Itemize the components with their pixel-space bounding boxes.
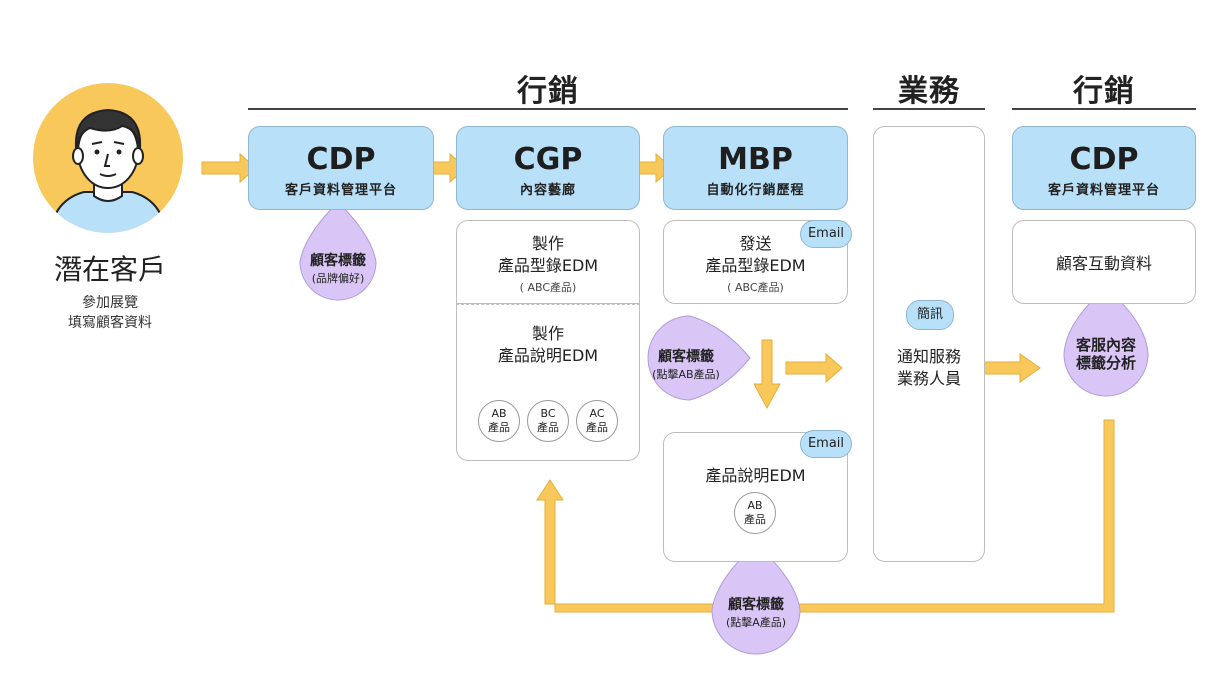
tag-service-analysis: 客服內容 標籤分析	[1064, 336, 1148, 372]
product-circle-ac: AC 產品	[576, 400, 618, 442]
email-badge-manual: Email	[800, 430, 852, 458]
tag-service-line1: 客服內容	[1075, 336, 1136, 354]
prospect-avatar	[33, 83, 183, 233]
product-circle-bc-label: BC 產品	[537, 407, 559, 434]
product-circle-ab-mbp: AB 產品	[734, 492, 776, 534]
tag-click-ab-sub: (點擊AB產品)	[652, 368, 720, 381]
product-circle-ab: AB 產品	[478, 400, 520, 442]
platform-mbp: MBP 自動化行銷歷程	[663, 126, 848, 210]
platform-cdp-left: CDP 客戶資料管理平台	[248, 126, 434, 210]
tag-click-ab-title: 顧客標籤	[658, 349, 714, 365]
product-circle-ab-label: AB 產品	[488, 407, 510, 434]
tag-brand-pref: 顧客標籤 (品牌偏好)	[300, 252, 376, 288]
tag-drop-brand-pref	[299, 201, 377, 301]
email-badge-catalog: Email	[800, 220, 852, 248]
tag-drop-click-a	[711, 543, 801, 655]
card-send-catalog-line1: 發送	[739, 234, 772, 253]
card-send-catalog-edm: 發送 產品型錄EDM ( ABC產品)	[663, 220, 848, 304]
arrow-feedback-loop	[536, 419, 1115, 613]
platform-cdp-right-name: CDP	[1069, 142, 1139, 177]
product-circle-ac-label: AC 產品	[586, 407, 608, 434]
business-line1: 通知服務	[896, 347, 961, 366]
section-rule-marketing-left	[248, 108, 848, 110]
platform-cdp-right: CDP 客戶資料管理平台	[1012, 126, 1196, 210]
tag-brand-pref-title: 顧客標籤	[310, 253, 366, 269]
arrow-down-mbp	[753, 339, 781, 410]
tag-click-a-sub: (點擊A產品)	[725, 616, 787, 629]
tag-click-a: 顧客標籤 (點擊A產品)	[712, 596, 800, 632]
platform-mbp-desc: 自動化行銷歷程	[706, 183, 805, 198]
section-title-marketing-right: 行銷	[1073, 74, 1135, 109]
prospect-line2: 填寫顧客資料	[68, 315, 152, 331]
platform-cdp-right-desc: 客戶資料管理平台	[1047, 183, 1160, 198]
card-interaction-data-text: 顧客互動資料	[1055, 254, 1152, 273]
product-circle-bc: BC 產品	[527, 400, 569, 442]
arrow-business-to-cdp	[975, 353, 1041, 383]
tag-click-ab: 顧客標籤 (點擊AB產品)	[636, 348, 736, 384]
arrow-to-business	[785, 352, 843, 384]
tag-drop-service	[1063, 287, 1149, 397]
card-manual-edm-title: 產品說明EDM	[705, 466, 806, 485]
card-make-manual-line1: 製作	[531, 324, 564, 343]
platform-cgp: CGP 內容藝廊	[456, 126, 640, 210]
product-circle-ab-mbp-label: AB 產品	[744, 499, 766, 526]
section-title-marketing-left: 行銷	[517, 74, 579, 109]
card-business	[873, 126, 985, 562]
prospect-title: 潛在客戶	[53, 253, 166, 286]
tag-brand-pref-sub: (品牌偏好)	[311, 272, 365, 285]
section-rule-business	[873, 108, 985, 110]
section-title-business: 業務	[898, 74, 960, 109]
tag-click-a-title: 顧客標籤	[728, 597, 784, 613]
section-rule-marketing-right	[1012, 108, 1196, 110]
platform-cdp-left-name: CDP	[306, 142, 376, 177]
card-interaction-data: 顧客互動資料	[1012, 220, 1196, 304]
platform-cgp-name: CGP	[513, 142, 583, 177]
prospect-line1: 參加展覽	[82, 295, 138, 311]
card-make-catalog-line1: 製作	[531, 234, 564, 253]
sms-badge: 簡訊	[906, 300, 954, 330]
business-line2: 業務人員	[896, 369, 961, 388]
platform-cgp-desc: 內容藝廊	[519, 183, 576, 198]
card-make-catalog-line2: 產品型錄EDM	[497, 256, 599, 275]
card-send-catalog-line2: 產品型錄EDM	[705, 256, 806, 275]
card-make-manual-line2: 產品說明EDM	[497, 346, 599, 365]
tag-drop-click-ab	[647, 315, 751, 401]
platform-mbp-name: MBP	[718, 142, 793, 177]
tag-service-line2: 標籤分析	[1075, 354, 1136, 372]
card-make-catalog-edm: 製作 產品型錄EDM ( ABC產品)	[456, 220, 640, 304]
platform-cdp-left-desc: 客戶資料管理平台	[284, 183, 397, 198]
card-make-catalog-sub: ( ABC產品)	[519, 281, 577, 294]
card-send-catalog-sub: ( ABC產品)	[727, 281, 784, 294]
